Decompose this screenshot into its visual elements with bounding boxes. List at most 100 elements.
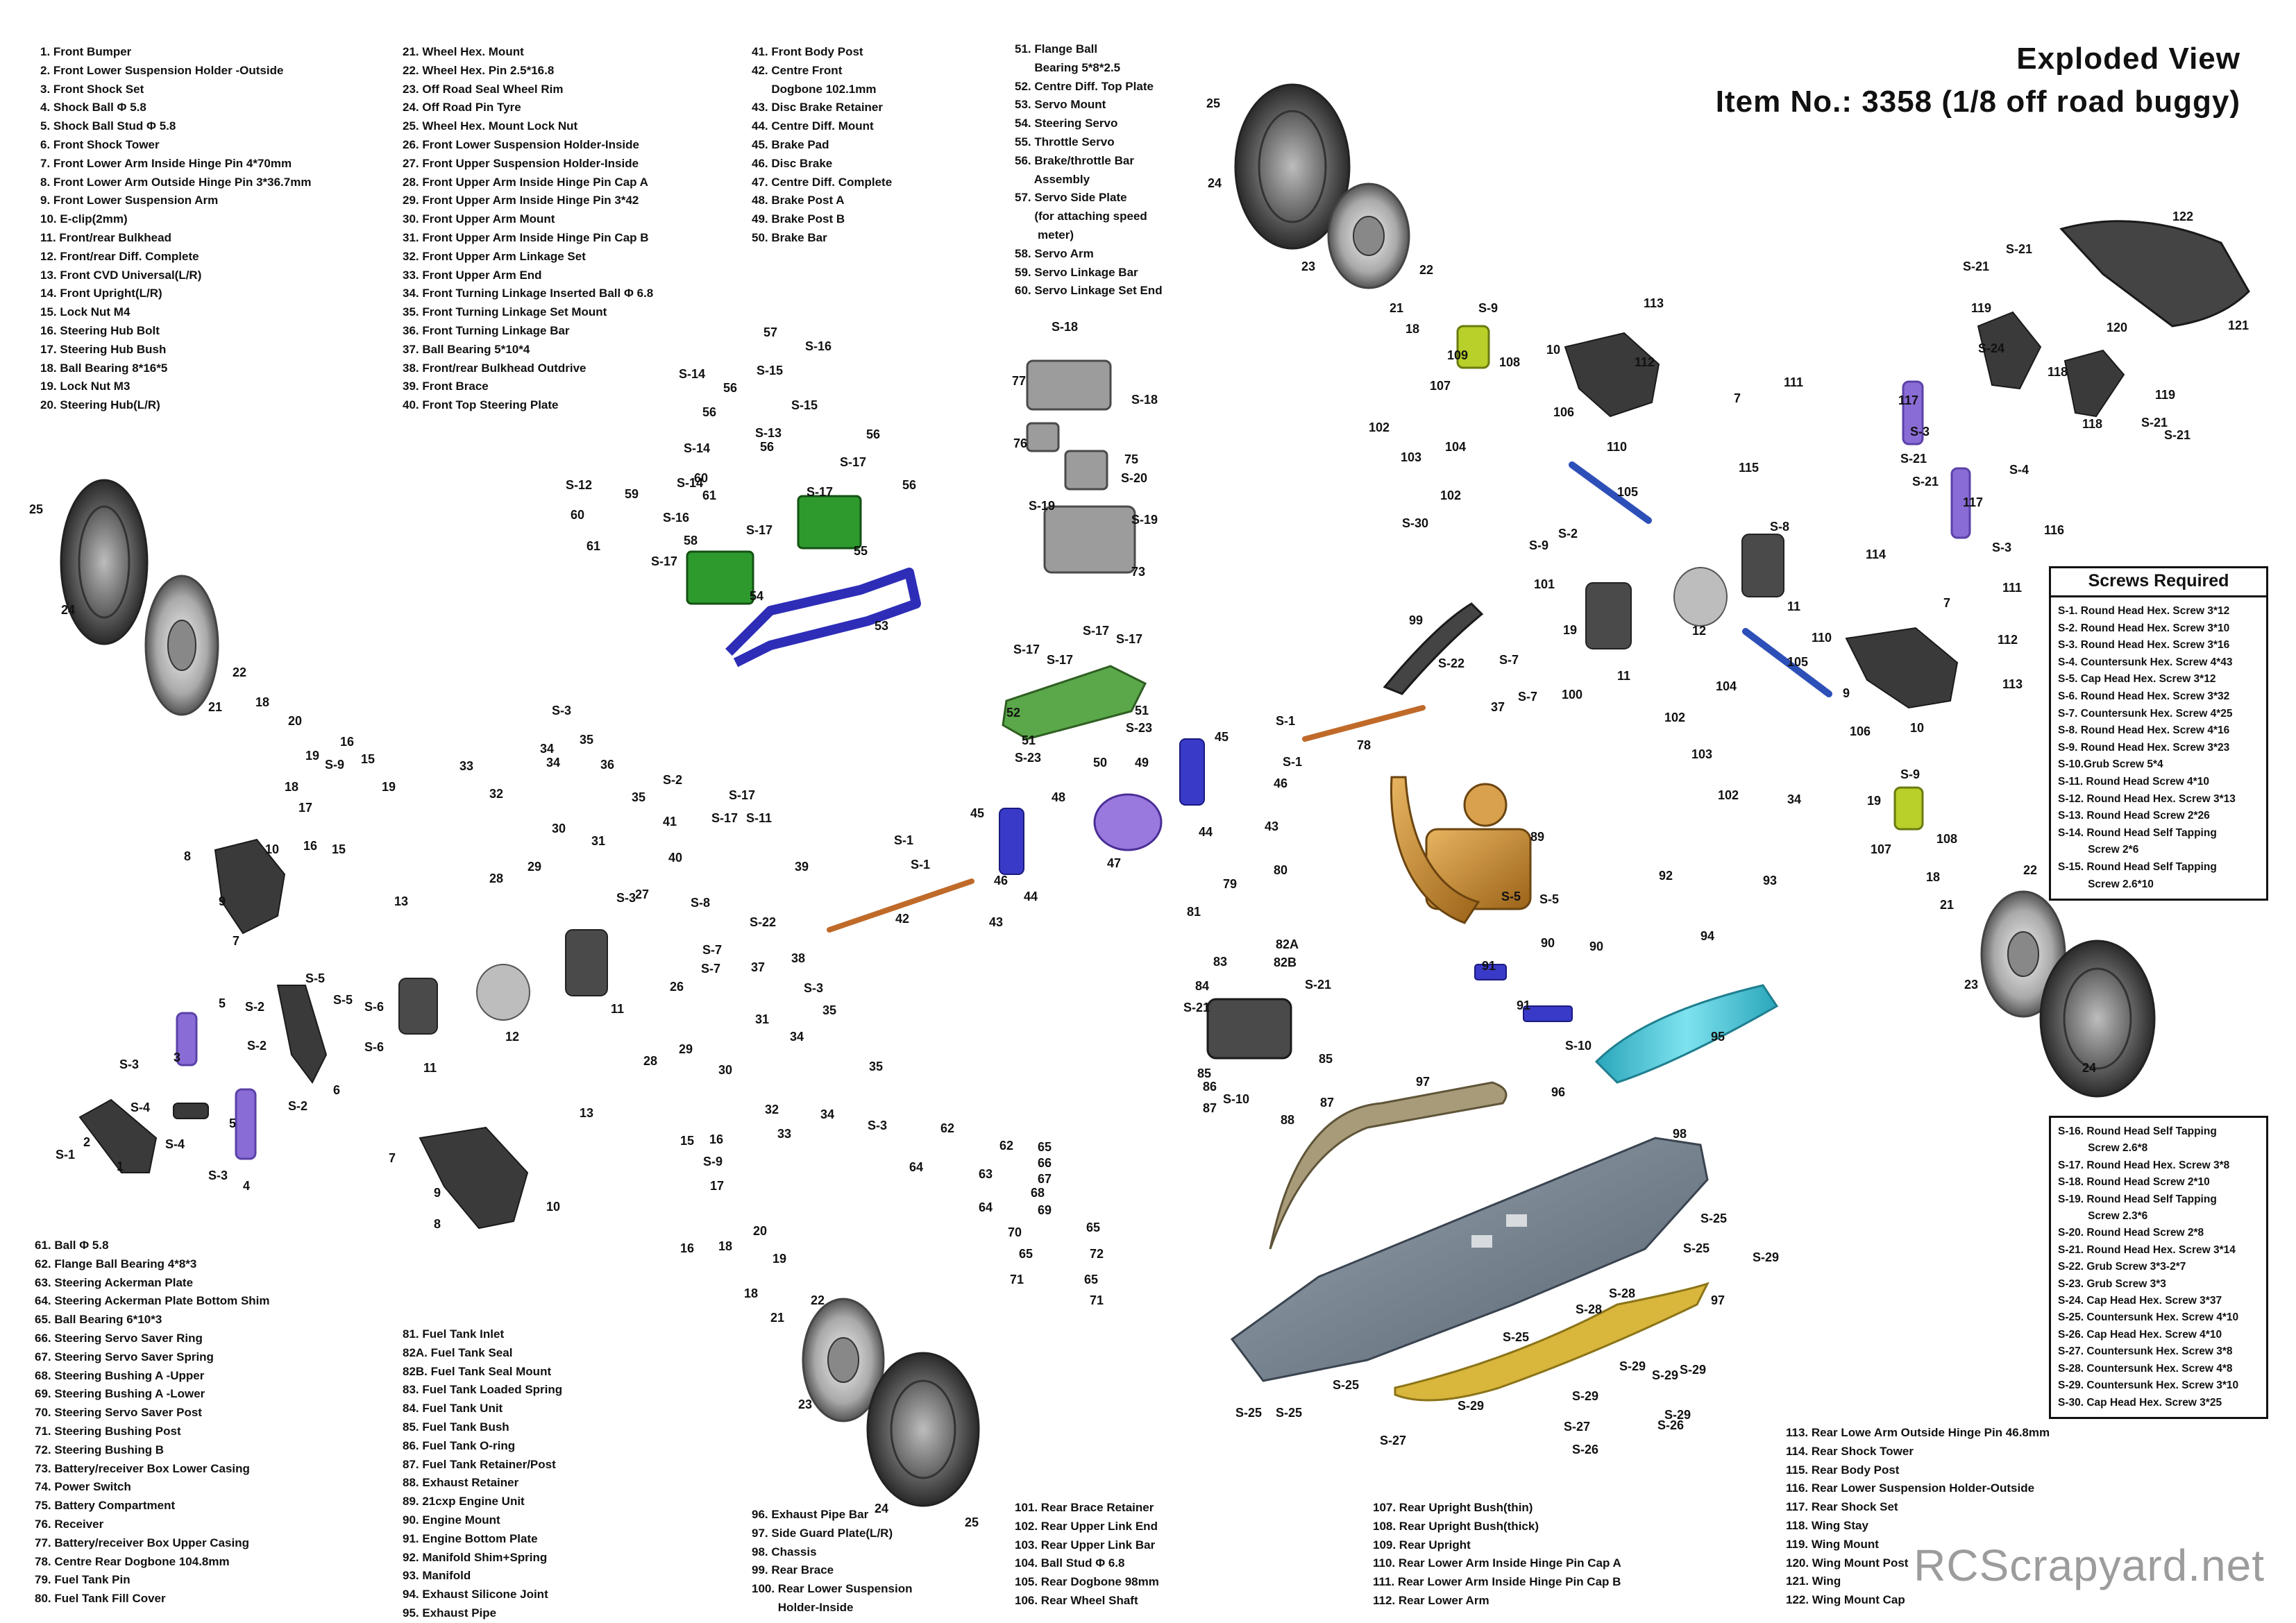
callout-label: 52 bbox=[1006, 706, 1020, 720]
callout-label: 18 bbox=[285, 780, 298, 794]
callout-label: 99 bbox=[1409, 613, 1423, 627]
rear-dogbones bbox=[1569, 461, 1832, 697]
callout-label: 18 bbox=[1926, 870, 1940, 884]
callout-label: S-17 bbox=[807, 485, 833, 499]
screws-required-box: Screws Required S-1. Round Head Hex. Scr… bbox=[2049, 566, 2268, 901]
callout-label: S-18 bbox=[1052, 320, 1078, 334]
part-entry: 116. Rear Lower Suspension Holder-Outsid… bbox=[1786, 1481, 2035, 1495]
callout-label: S-17 bbox=[746, 523, 773, 537]
callout-label: S-29 bbox=[1572, 1389, 1598, 1403]
rear-right-wheel bbox=[1980, 890, 2156, 1098]
callout-label: S-29 bbox=[1619, 1359, 1646, 1373]
callout-label: 101 bbox=[1534, 577, 1555, 591]
parts-list-10: 113. Rear Lowe Arm Outside Hinge Pin 46.… bbox=[1786, 1424, 2050, 1610]
callout-label: 79 bbox=[1223, 877, 1237, 891]
callout-label: 30 bbox=[552, 822, 566, 835]
callout-label: 56 bbox=[723, 381, 737, 395]
callout-label: 98 bbox=[1673, 1127, 1687, 1141]
part-entry: 24. Off Road Pin Tyre bbox=[403, 101, 521, 114]
callout-label: S-2 bbox=[288, 1099, 307, 1113]
callout-label: 50 bbox=[1093, 756, 1107, 770]
part-entry: S-19. Round Head Self Tapping bbox=[2058, 1193, 2217, 1205]
callout-label: 82A bbox=[1276, 937, 1299, 951]
callout-label: 28 bbox=[489, 872, 503, 885]
callout-label: 110 bbox=[1812, 631, 1832, 645]
callout-label: S-6 bbox=[364, 1040, 384, 1054]
part-entry: 78. Centre Rear Dogbone 104.8mm bbox=[35, 1554, 230, 1568]
screws-list-2: S-16. Round Head Self Tapping Screw 2.6*… bbox=[2051, 1118, 2266, 1417]
callout-label: 48 bbox=[1052, 790, 1065, 804]
callout-label: S-9 bbox=[1529, 538, 1548, 552]
callout-label: S-21 bbox=[1912, 475, 1939, 488]
callout-label: S-28 bbox=[1576, 1302, 1602, 1316]
callout-label: 24 bbox=[875, 1502, 888, 1515]
part-entry: 48. Brake Post A bbox=[752, 194, 845, 207]
callout-label: 15 bbox=[332, 842, 346, 856]
callout-label: 32 bbox=[489, 787, 503, 801]
callout-label: 4 bbox=[243, 1179, 250, 1193]
callout-label: S-2 bbox=[663, 773, 682, 787]
part-entry: 18. Ball Bearing 8*16*5 bbox=[40, 361, 168, 375]
callout-label: 108 bbox=[1499, 355, 1520, 369]
part-entry: 86. Fuel Tank O-ring bbox=[403, 1438, 516, 1452]
rear-uprights bbox=[1456, 325, 1924, 831]
callout-label: 22 bbox=[811, 1293, 825, 1307]
battery-box bbox=[1026, 359, 1136, 574]
part-entry: S-14. Round Head Self Tapping bbox=[2058, 826, 2217, 839]
part-entry: 12. Front/rear Diff. Complete bbox=[40, 249, 199, 263]
callout-label: 9 bbox=[1843, 686, 1850, 700]
part-entry: 106. Rear Wheel Shaft bbox=[1015, 1593, 1138, 1607]
callout-layer: 2525252524242424232323222222222121212118… bbox=[29, 96, 2249, 1529]
part-entry: 109. Rear Upright bbox=[1373, 1538, 1471, 1552]
callout-label: 86 bbox=[1203, 1080, 1217, 1094]
callout-label: S-9 bbox=[1900, 767, 1920, 781]
callout-label: 100 bbox=[1562, 688, 1582, 702]
callout-label: S-7 bbox=[1499, 653, 1519, 667]
part-entry: 43. Disc Brake Retainer bbox=[752, 101, 883, 114]
callout-label: 15 bbox=[361, 752, 375, 766]
part-entry: S-16. Round Head Self Tapping bbox=[2058, 1125, 2217, 1137]
part-entry: 41. Front Body Post bbox=[752, 45, 863, 58]
part-entry: 91. Engine Bottom Plate bbox=[403, 1531, 538, 1545]
callout-label: S-22 bbox=[750, 915, 776, 929]
part-entry: 25. Wheel Hex. Mount Lock Nut bbox=[403, 119, 578, 133]
part-entry: 103. Rear Upper Link Bar bbox=[1015, 1538, 1156, 1552]
part-entry: 72. Steering Bushing B bbox=[35, 1443, 164, 1456]
item-number: Item No.: 3358 (1/8 off road buggy) bbox=[1715, 85, 2240, 119]
centre-diff-top-plate bbox=[1002, 665, 1147, 740]
part-entry: 104. Ball Stud Φ 6.8 bbox=[1015, 1556, 1125, 1570]
callout-label: 11 bbox=[1787, 600, 1800, 613]
callout-label: 42 bbox=[895, 912, 909, 926]
part-entry: 96. Exhaust Pipe Bar bbox=[752, 1508, 869, 1521]
callout-label: 20 bbox=[288, 714, 302, 728]
callout-label: 117 bbox=[1898, 393, 1918, 407]
callout-label: 40 bbox=[668, 851, 682, 865]
callout-label: 51 bbox=[1135, 704, 1149, 717]
callout-label: 10 bbox=[1546, 343, 1560, 357]
callout-label: 23 bbox=[1964, 978, 1978, 992]
part-entry: S-23. Grub Screw 3*3 bbox=[2058, 1277, 2166, 1290]
callout-label: 37 bbox=[1491, 700, 1505, 714]
callout-label: S-14 bbox=[677, 476, 703, 490]
part-entry: 8. Front Lower Arm Outside Hinge Pin 3*3… bbox=[40, 175, 312, 189]
callout-label: S-3 bbox=[804, 981, 823, 995]
callout-label: 20 bbox=[753, 1224, 767, 1238]
part-entry: 69. Steering Bushing A -Lower bbox=[35, 1387, 205, 1401]
callout-label: 117 bbox=[1963, 495, 1983, 509]
callout-label: 75 bbox=[1124, 452, 1138, 466]
callout-label: S-3 bbox=[1992, 541, 2011, 554]
callout-label: 115 bbox=[1739, 461, 1759, 475]
part-entry: 27. Front Upper Suspension Holder-Inside bbox=[403, 156, 639, 170]
part-entry: 54. Steering Servo bbox=[1015, 117, 1118, 130]
callout-label: S-14 bbox=[679, 367, 705, 381]
callout-label: 24 bbox=[61, 603, 75, 617]
part-entry: 31. Front Upper Arm Inside Hinge Pin Cap… bbox=[403, 230, 649, 244]
part-entry: 88. Exhaust Retainer bbox=[403, 1476, 519, 1490]
part-entry: 6. Front Shock Tower bbox=[40, 137, 160, 151]
callout-label: 35 bbox=[869, 1060, 883, 1073]
part-entry: 118. Wing Stay bbox=[1786, 1518, 1868, 1532]
callout-label: S-21 bbox=[2006, 242, 2032, 256]
callout-label: 55 bbox=[854, 544, 868, 558]
part-entry: 100. Rear Lower Suspension bbox=[752, 1582, 913, 1596]
